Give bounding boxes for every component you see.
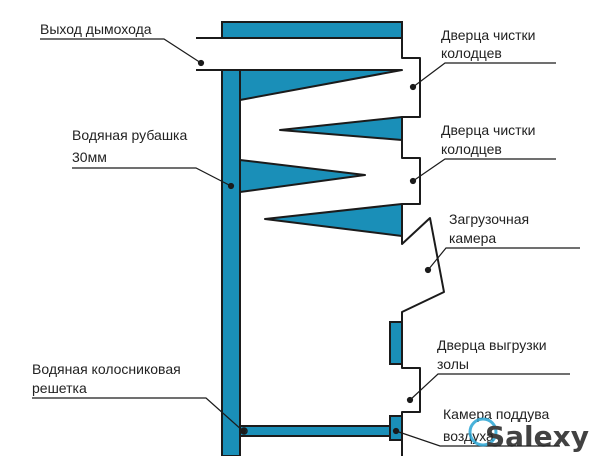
label-ash-door-line2: золы (437, 356, 469, 372)
leader-air-chamber (395, 430, 560, 447)
salexy-watermark: Salexy (468, 417, 589, 453)
label-door-upper-line2: колодцев (441, 45, 502, 61)
leader-water-jacket (72, 167, 232, 187)
label-grate-line1: Водяная колосниковая (32, 361, 181, 377)
label-grate-line2: решетка (32, 380, 87, 396)
right-outer-wall (401, 22, 445, 456)
water-jacket-top-block (221, 21, 403, 39)
label-chimney-outlet: Выход дымохода (40, 21, 152, 37)
leader-grate (32, 397, 244, 432)
leader-door-middle (412, 158, 556, 182)
watermark-badge-icon (468, 417, 498, 447)
baffle-1 (239, 69, 403, 101)
chimney-outlet (196, 37, 402, 71)
ash-door-plate (389, 321, 403, 365)
label-load-chamber-line2: камера (449, 230, 496, 246)
label-water-jacket-line2: 30мм (72, 149, 107, 165)
leader-chimney (40, 38, 202, 64)
baffle-4 (264, 203, 403, 237)
leader-load-chamber (427, 247, 580, 271)
leader-door-upper (412, 62, 556, 88)
label-ash-door-line1: Дверца выгрузки (437, 337, 547, 353)
leader-ash-door (409, 373, 570, 401)
leader-lines (32, 38, 580, 447)
watermark-text: Salexy (485, 420, 589, 453)
baffle-3 (239, 159, 366, 193)
label-door-middle-line1: Дверца чистки (441, 122, 536, 138)
water-grate-bar (239, 425, 391, 437)
label-load-chamber-line1: Загрузочная (449, 211, 529, 227)
label-air-chamber-line2: воздуха (443, 428, 494, 444)
label-door-upper-line1: Дверца чистки (441, 27, 536, 43)
label-door-middle-line2: колодцев (441, 141, 502, 157)
label-water-jacket-line1: Водяная рубашка (72, 127, 187, 143)
water-jacket-left-wall (221, 69, 241, 457)
label-air-chamber-line1: Камера поддува (443, 406, 549, 422)
baffle-2 (279, 116, 403, 141)
